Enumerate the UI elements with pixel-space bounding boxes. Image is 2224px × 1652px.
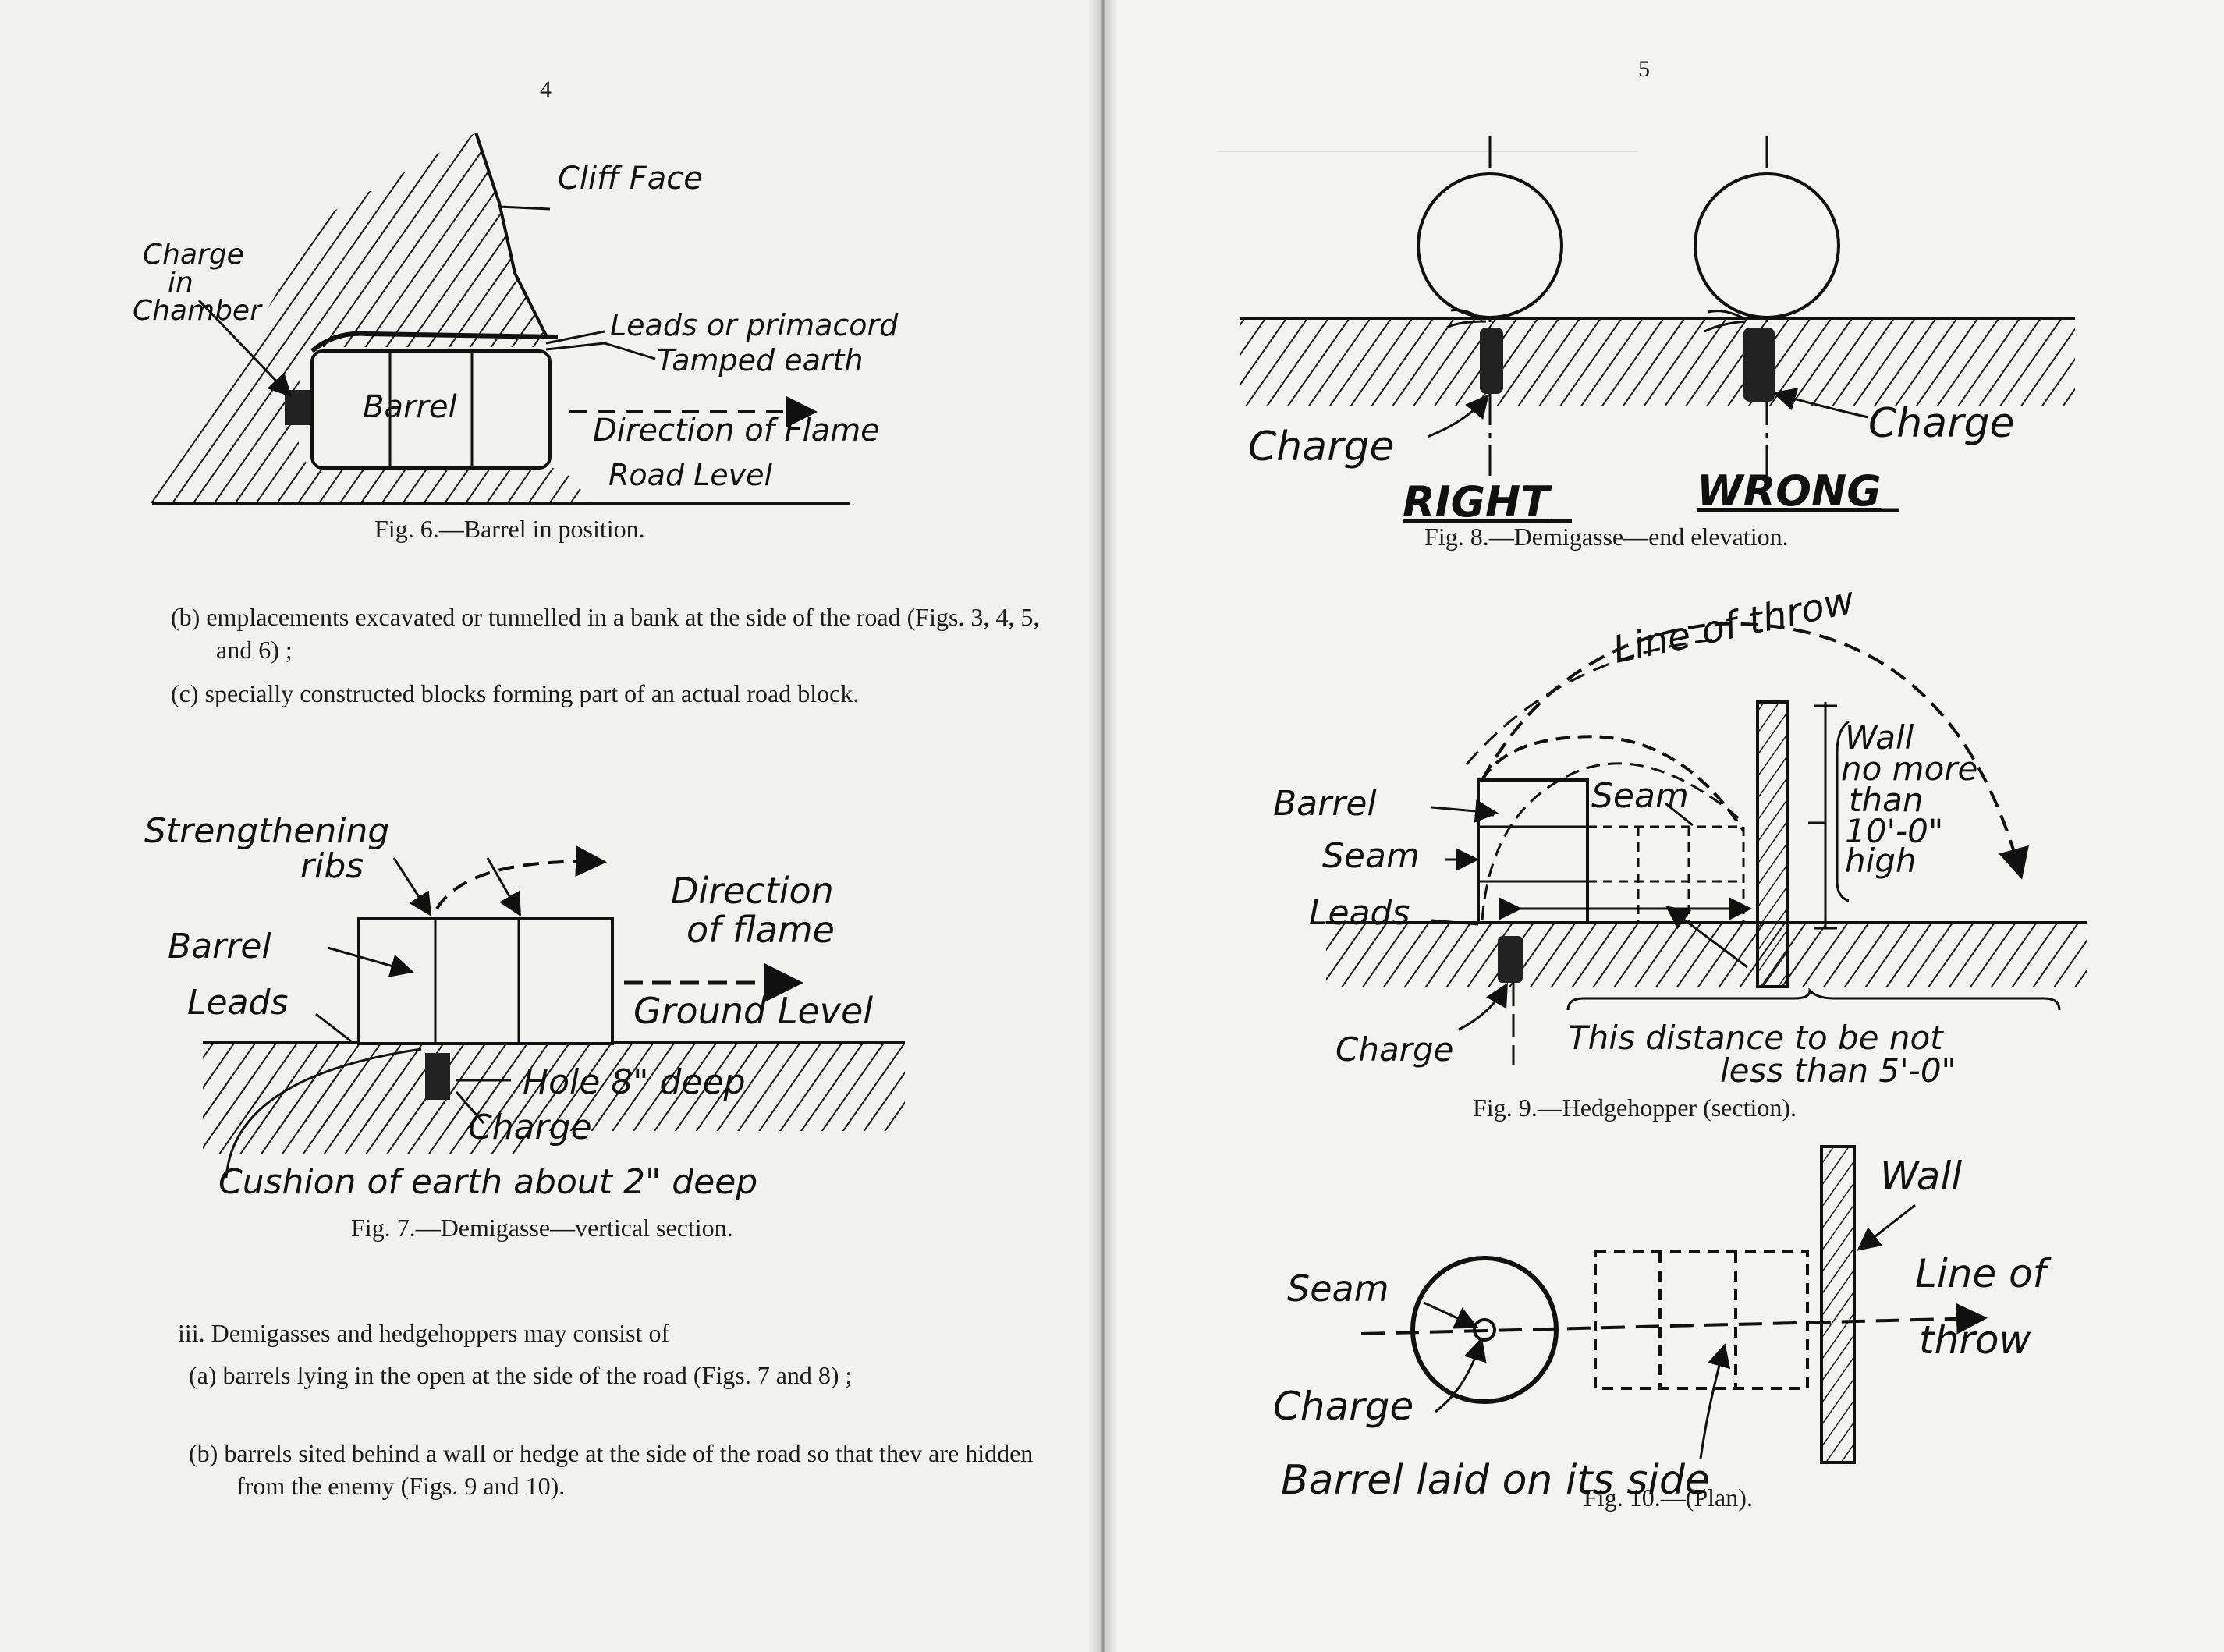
fig9-label-seam: Seam bbox=[1322, 836, 1420, 876]
page-number-right: 5 bbox=[1638, 56, 1650, 82]
fig10-diagram: Wall Line of throw Seam Charge Barrel la… bbox=[1273, 1145, 2052, 1504]
paragraph-b: (b) emplacements excavated or tunnelled … bbox=[171, 603, 1040, 664]
fig6-diagram: Cliff Face Charge in Chamber Leads or pr… bbox=[133, 132, 899, 505]
fig6-label-charge: Charge bbox=[143, 239, 244, 271]
fig8-charge-wrong bbox=[1743, 328, 1775, 402]
fig10-label-charge: Charge bbox=[1273, 1384, 1413, 1429]
fig8-charge-right bbox=[1480, 328, 1503, 394]
fig6-charge bbox=[285, 390, 310, 425]
show-through-text bbox=[1217, 117, 2176, 1521]
paragraph-c: (c) specially constructed blocks forming… bbox=[171, 679, 860, 707]
fig10-label-wall: Wall bbox=[1880, 1154, 1962, 1199]
fig9-wall bbox=[1756, 700, 1789, 988]
fig6-label-direction: Direction of Flame bbox=[593, 413, 880, 448]
fig6-label-tamped: Tamped earth bbox=[657, 343, 864, 378]
fig7-label-hole: Hole 8" deep bbox=[523, 1062, 746, 1102]
fig9-label-high: high bbox=[1845, 842, 1917, 880]
fig8-barrel-wrong bbox=[1694, 172, 1840, 319]
fig10-caption: Fig. 10.—(Plan). bbox=[1584, 1484, 1753, 1512]
fig6-label-chamber: Chamber bbox=[133, 295, 263, 327]
fig6-cliff-edge bbox=[474, 132, 548, 336]
fig7-label-ground-level: Ground Level bbox=[633, 990, 873, 1032]
fig9-diagram: Line of throw Wall no more than 10'-0" h… bbox=[1273, 578, 2087, 1090]
fig8-label-right: RIGHT bbox=[1403, 477, 1552, 526]
fig9-label-barrel: Barrel bbox=[1273, 784, 1377, 824]
book-gutter bbox=[1089, 0, 1117, 1652]
left-page bbox=[0, 0, 1100, 1652]
fig10-wall bbox=[1820, 1145, 1856, 1464]
fig9-label-line-of-throw: Line of throw bbox=[1609, 578, 1859, 672]
fig10-label-line-of: Line of bbox=[1915, 1251, 2052, 1296]
fig7-label-strengthening: Strengthening bbox=[144, 811, 389, 851]
fig9-caption: Fig. 9.—Hedgehopper (section). bbox=[1473, 1094, 1797, 1122]
fig7-label-of-flame: of flame bbox=[686, 909, 835, 951]
fig6-barrel bbox=[310, 349, 552, 470]
page-number-left: 4 bbox=[540, 76, 552, 102]
fig8-label-wrong: WRONG bbox=[1697, 466, 1882, 516]
fig7-label-ribs: ribs bbox=[300, 846, 364, 886]
fig10-barrel-circle bbox=[1410, 1256, 1559, 1404]
fig7-label-leads: Leads bbox=[187, 983, 288, 1023]
fig9-label-wall: Wall bbox=[1845, 718, 1914, 757]
fig9-label-no-more: no more bbox=[1841, 750, 1977, 788]
fig7-barrel bbox=[357, 917, 614, 1045]
fig7-label-cushion: Cushion of earth about 2" deep bbox=[218, 1162, 757, 1202]
fig9-label-seam-top: Seam bbox=[1591, 776, 1689, 816]
fig7-diagram: Strengthening ribs Direction of flame Ba… bbox=[144, 811, 905, 1202]
fig9-label-than: than bbox=[1849, 781, 1923, 819]
fig10-barrel-outline bbox=[1594, 1250, 1809, 1390]
fig6-label-barrel: Barrel bbox=[363, 389, 457, 425]
fig10-label-throw: throw bbox=[1919, 1317, 2031, 1363]
fig6-caption: Fig. 6.—Barrel in position. bbox=[374, 515, 645, 543]
fig6-label-leads: Leads or primacord bbox=[610, 308, 899, 342]
paragraph-a2: (a) barrels lying in the open at the sid… bbox=[189, 1361, 853, 1389]
fig8-caption: Fig. 8.—Demigasse—end elevation. bbox=[1424, 523, 1789, 551]
fig8-label-charge-right: Charge bbox=[1868, 400, 2015, 447]
fig7-label-charge: Charge bbox=[468, 1108, 592, 1147]
fig8-label-charge-left: Charge bbox=[1248, 424, 1395, 470]
fig10-label-seam: Seam bbox=[1287, 1267, 1389, 1310]
fig9-label-charge: Charge bbox=[1335, 1030, 1453, 1069]
fig7-label-direction: Direction bbox=[671, 870, 834, 912]
fig9-label-distance2: less than 5'-0" bbox=[1720, 1051, 1956, 1090]
fig6-cliff bbox=[148, 133, 593, 503]
fig6-label-road-level: Road Level bbox=[608, 458, 773, 492]
fig7-caption: Fig. 7.—Demigasse—vertical section. bbox=[351, 1214, 733, 1242]
fig6-label-cliff-face: Cliff Face bbox=[558, 161, 703, 197]
fig8-barrel-right bbox=[1417, 172, 1563, 319]
fig6-label-in: in bbox=[168, 267, 193, 299]
fig9-label-distance1: This distance to be not bbox=[1568, 1019, 1944, 1057]
fig9-label-height: 10'-0" bbox=[1845, 812, 1943, 850]
paragraph-b2: (b) barrels sited behind a wall or hedge… bbox=[189, 1439, 1034, 1500]
fig9-charge bbox=[1498, 936, 1523, 983]
fig7-charge bbox=[425, 1053, 450, 1100]
fig7-label-barrel: Barrel bbox=[168, 927, 271, 966]
fig9-barrel-outline bbox=[1586, 825, 1745, 924]
fig8-diagram: Charge Charge RIGHT WRONG bbox=[1240, 136, 2075, 526]
fig9-barrel bbox=[1477, 778, 1589, 924]
paragraph-iii: iii. Demigasses and hedgehoppers may con… bbox=[178, 1319, 670, 1347]
fig10-label-barrel-side: Barrel laid on its side bbox=[1281, 1457, 1710, 1504]
fig9-label-leads: Leads bbox=[1309, 893, 1410, 933]
